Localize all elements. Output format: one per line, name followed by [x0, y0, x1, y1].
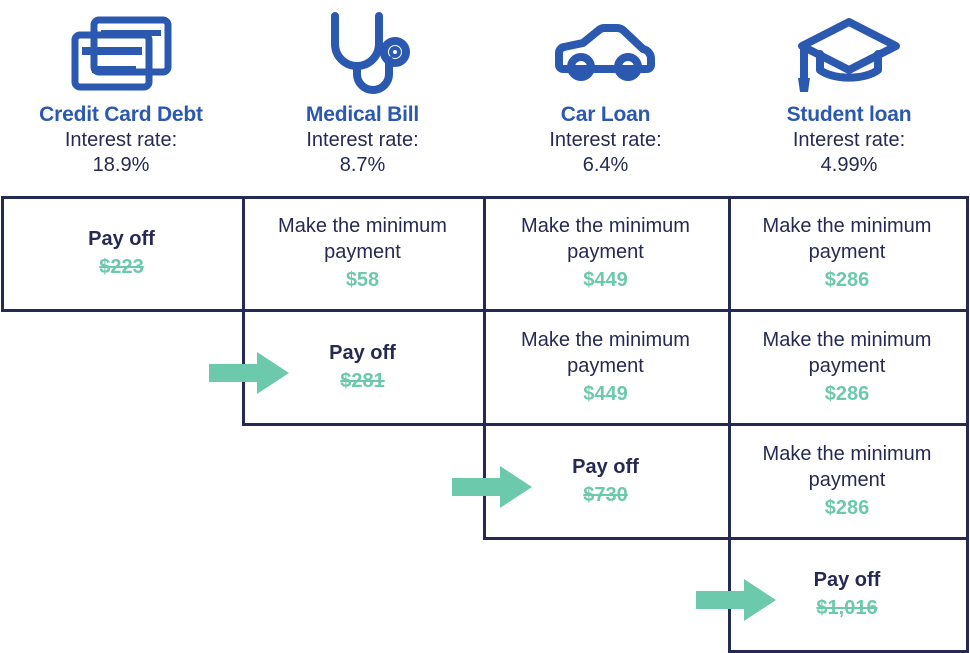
car-icon	[551, 6, 661, 102]
cell-action: Make the minimum payment	[278, 214, 447, 263]
cell-amount: $286	[824, 268, 870, 291]
interest-rate-value: 6.4%	[582, 154, 629, 176]
debt-title: Car Loan	[560, 103, 651, 126]
cell-amount: $58	[345, 268, 380, 291]
grid-line	[242, 196, 245, 426]
interest-rate-label: Interest rate:	[64, 129, 178, 151]
debt-title: Student loan	[786, 103, 912, 126]
interest-rate-value: 4.99%	[820, 154, 878, 176]
progress-arrow-row-4	[696, 579, 776, 621]
interest-rate-label: Interest rate:	[792, 129, 906, 151]
cell-action: Make the minimum payment	[762, 442, 932, 491]
credit-card-icon	[70, 6, 172, 102]
cell-amount: $281	[340, 369, 385, 392]
cell-amount: $730	[583, 483, 628, 506]
schedule-cell: Pay off $730	[483, 424, 728, 537]
schedule-cell: Pay off $223	[1, 196, 242, 309]
schedule-cell: Make the minimum payment $286	[728, 310, 966, 423]
cell-amount: $449	[583, 382, 628, 405]
progress-arrow-row-2	[209, 352, 289, 394]
cell-action: Make the minimum payment	[762, 214, 932, 263]
interest-rate-label: Interest rate:	[306, 129, 419, 151]
debt-column-medical-bill: Medical Bill Interest rate: 8.7%	[242, 0, 483, 196]
stethoscope-icon	[313, 6, 413, 102]
cell-amount: $449	[583, 268, 628, 291]
schedule-cell: Make the minimum payment $449	[483, 310, 728, 423]
grid-line	[483, 537, 969, 540]
cell-amount: $286	[824, 382, 870, 405]
schedule-cell: Make the minimum payment $286	[728, 196, 966, 309]
cell-action: Make the minimum payment	[521, 214, 690, 263]
grid-line	[1, 196, 4, 312]
grid-line	[728, 650, 969, 653]
debt-title: Credit Card Debt	[39, 103, 203, 126]
cell-amount: $286	[824, 496, 870, 519]
interest-rate-value: 18.9%	[92, 154, 150, 176]
schedule-cell: Make the minimum payment $58	[242, 196, 483, 309]
debt-column-credit-card: Credit Card Debt Interest rate: 18.9%	[0, 0, 242, 196]
interest-rate-value: 8.7%	[339, 154, 386, 176]
grid-line	[728, 196, 731, 653]
debt-column-student-loan: Student loan Interest rate: 4.99%	[728, 0, 970, 196]
cell-amount: $1,016	[816, 597, 878, 619]
cell-action: Pay off	[88, 227, 155, 250]
schedule-cell: Make the minimum payment $449	[483, 196, 728, 309]
debt-title: Medical Bill	[305, 103, 420, 126]
cell-action: Make the minimum payment	[762, 328, 932, 377]
graduation-cap-icon	[794, 6, 904, 102]
cell-action: Pay off	[329, 341, 396, 364]
debt-columns-header: Credit Card Debt Interest rate: 18.9% Me…	[0, 0, 970, 196]
grid-line	[483, 196, 486, 540]
progress-arrow-row-3	[452, 466, 532, 508]
cell-action: Pay off	[813, 569, 881, 591]
interest-rate-label: Interest rate:	[549, 129, 662, 151]
grid-line	[242, 423, 969, 426]
payment-schedule-grid: Pay off $223 Make the minimum payment $5…	[0, 196, 970, 653]
debt-column-car-loan: Car Loan Interest rate: 6.4%	[483, 0, 728, 196]
cell-amount: $223	[99, 255, 144, 278]
schedule-cell: Make the minimum payment $286	[728, 424, 966, 537]
cell-action: Pay off	[572, 455, 639, 478]
grid-line	[966, 196, 969, 653]
schedule-cell: Pay off $1,016	[728, 538, 966, 650]
cell-action: Make the minimum payment	[521, 328, 690, 377]
schedule-cell: Pay off $281	[242, 310, 483, 423]
